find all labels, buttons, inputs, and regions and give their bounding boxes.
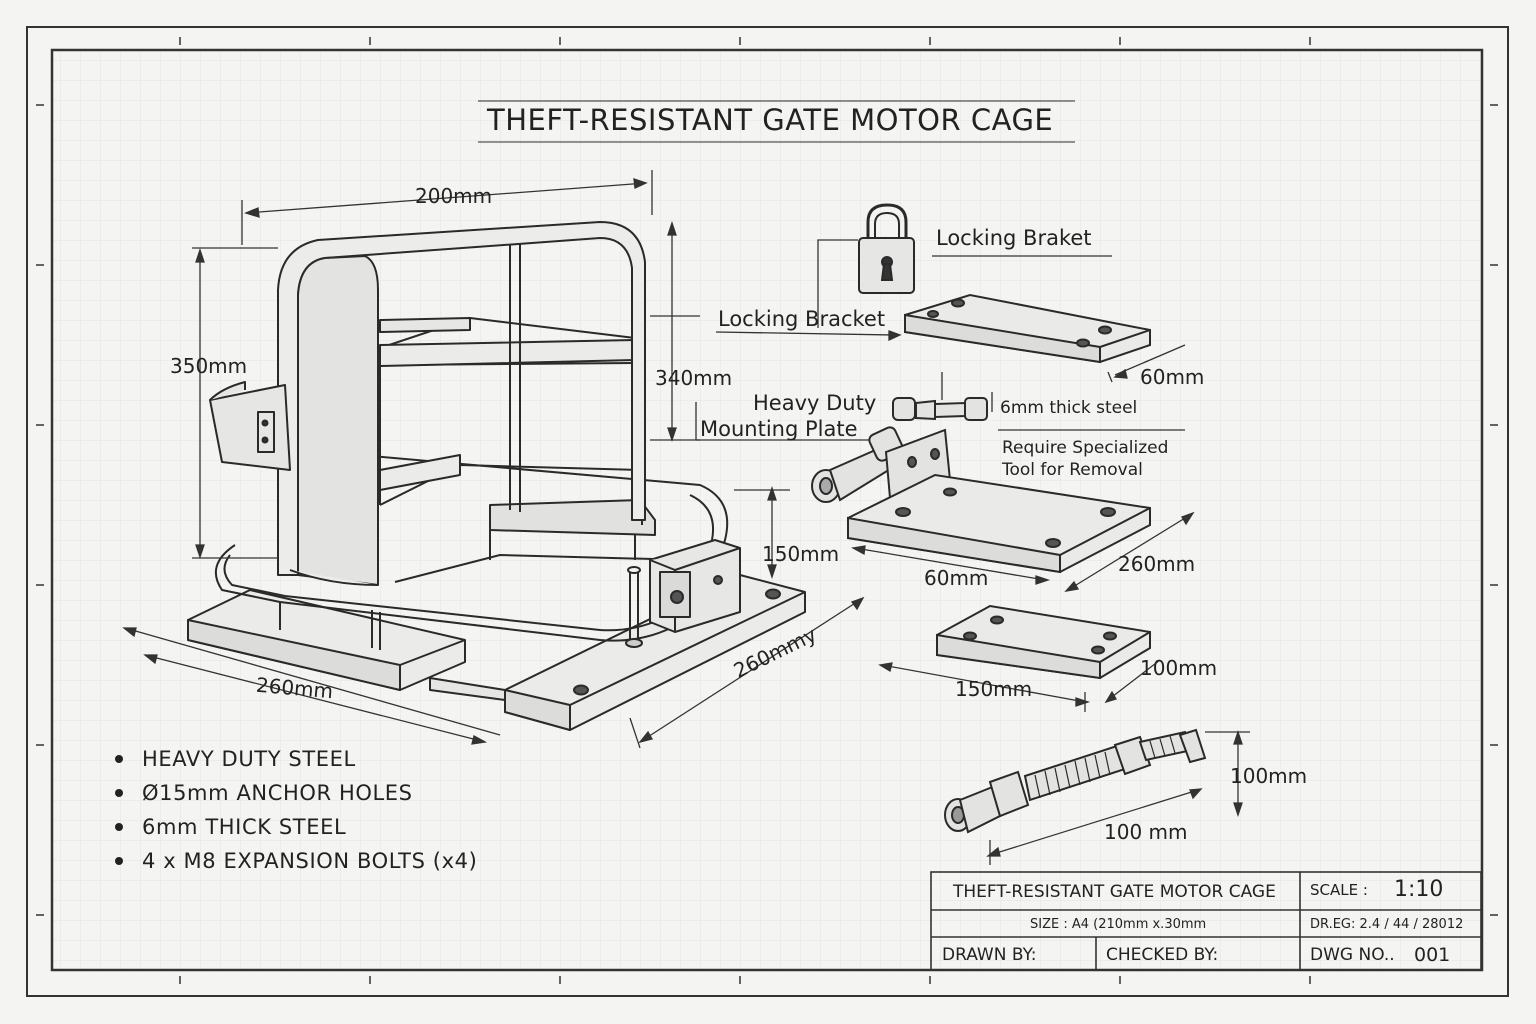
spec-list: HEAVY DUTY STEEL Ø15mm ANCHOR HOLES 6mm …: [112, 742, 477, 878]
locking-bracket-plate: [904, 293, 1151, 364]
callout-specialized-line2: Tool for Removal: [1002, 460, 1143, 480]
callout-specialized-line1: Require Specialized: [1002, 438, 1169, 458]
spec-text: 6mm THICK STEEL: [142, 815, 347, 839]
bullet-icon: [115, 857, 123, 865]
spec-text: 4 x M8 EXPANSION BOLTS (x4): [142, 849, 478, 873]
small-bolt: [892, 397, 988, 421]
title-block-size: SIZE : A4 (210mm x.30mm: [1030, 917, 1207, 932]
dim-bolt-length: 100 mm: [1104, 820, 1188, 844]
callout-mounting-plate-line2: Mounting Plate: [700, 417, 858, 441]
callout-leaders: [695, 239, 1185, 441]
dim-plate-width: 260mm: [1118, 552, 1196, 576]
spec-text: Ø15mm ANCHOR HOLES: [142, 781, 413, 805]
connecting-bar: [429, 677, 506, 701]
bullet-icon: [115, 789, 123, 797]
dim-plate-depth: 60mm: [924, 566, 989, 590]
dim-small-plate-depth: 100mm: [1140, 656, 1218, 680]
title-block-frame: [930, 871, 1482, 971]
page-title: THEFT-RESISTANT GATE MOTOR CAGE: [487, 103, 1054, 137]
small-plate-dims: [878, 659, 1161, 712]
spec-item: Ø15mm ANCHOR HOLES: [112, 776, 477, 810]
side-hasp: [209, 381, 291, 471]
threaded-bolt: [944, 728, 1207, 834]
rear-frame: [379, 317, 691, 583]
anchor-bolt: [625, 566, 643, 648]
lock-block: [649, 539, 741, 633]
spec-item: 6mm THICK STEEL: [112, 810, 477, 844]
dim-bolt-height: 100mm: [1230, 764, 1308, 788]
bullet-icon: [115, 823, 123, 831]
callout-thick-steel: 6mm thick steel: [1000, 398, 1138, 418]
title-block-scale-label: SCALE :: [1310, 881, 1368, 899]
spec-item: HEAVY DUTY STEEL: [112, 742, 477, 776]
title-block-drawn-by: DRAWN BY:: [942, 945, 1037, 965]
mounting-plate-dims: [851, 511, 1195, 592]
border-ticks: [36, 37, 1498, 984]
base-tube-frame: [214, 454, 729, 650]
inner-border: [50, 48, 1484, 972]
dim-bracket-depth: 60mm: [1140, 365, 1205, 389]
dim-height-inner: 340mm: [655, 366, 733, 390]
title-block-dreg: DR.EG: 2.4 / 44 / 28012: [1310, 917, 1464, 932]
padlock-icon: [858, 203, 915, 294]
dim-top-width: 200mm: [415, 184, 493, 208]
title-block-dwg-label: DWG NO..: [1310, 945, 1395, 965]
callout-locking-bracket: Locking Bracket: [718, 307, 886, 331]
small-plate: [936, 604, 1151, 680]
callout-mounting-plate-line1: Heavy Duty: [753, 391, 877, 415]
title-block-scale-value: 1:10: [1394, 877, 1444, 902]
bolt-dims: [986, 729, 1250, 865]
base-plate-left: [187, 589, 466, 691]
cage-assembly: [187, 221, 806, 731]
dim-small-plate-width: 150mm: [955, 677, 1033, 701]
front-hoop: [277, 221, 646, 586]
dimension-lines: [122, 170, 865, 749]
title-block-checked-by: CHECKED BY:: [1106, 945, 1219, 965]
mounting-plate: [847, 473, 1151, 574]
bullet-icon: [115, 755, 123, 763]
title-block-title: THEFT-RESISTANT GATE MOTOR CAGE: [953, 882, 1276, 902]
title-block-dwg-value: 001: [1414, 944, 1451, 966]
dim-base-plate-height: 150mm: [762, 542, 840, 566]
spec-item: 4 x M8 EXPANSION BOLTS (x4): [112, 844, 477, 878]
spec-text: HEAVY DUTY STEEL: [142, 747, 356, 771]
callout-locking-braket: Locking Braket: [936, 226, 1092, 250]
outer-border: [26, 26, 1509, 997]
dim-height-left: 350mm: [170, 354, 248, 378]
